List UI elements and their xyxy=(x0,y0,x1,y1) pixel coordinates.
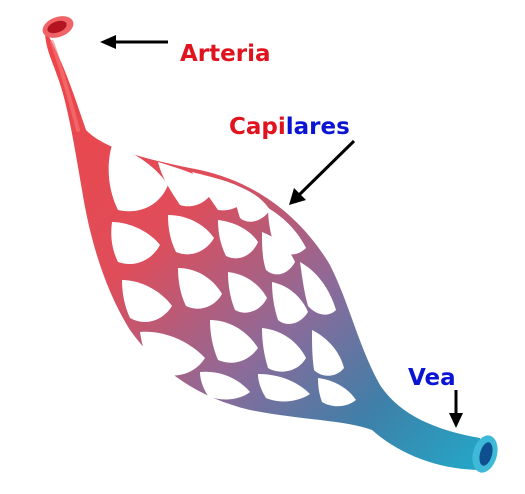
arrow-down-icon xyxy=(449,390,463,428)
artery-highlight xyxy=(50,40,80,132)
label-capilares-part2: lares xyxy=(285,114,350,140)
arrow-down-left-icon xyxy=(289,139,356,205)
label-arteria: Arteria xyxy=(180,41,271,67)
label-capilares: Capilares xyxy=(229,116,350,139)
vein-lumen xyxy=(479,442,493,466)
capillary-network xyxy=(108,145,356,407)
artery-lumen xyxy=(47,20,67,34)
label-vea: Vea xyxy=(408,365,456,391)
arrow-left-icon xyxy=(100,35,168,49)
label-capilares-part1: Capi xyxy=(229,114,286,140)
